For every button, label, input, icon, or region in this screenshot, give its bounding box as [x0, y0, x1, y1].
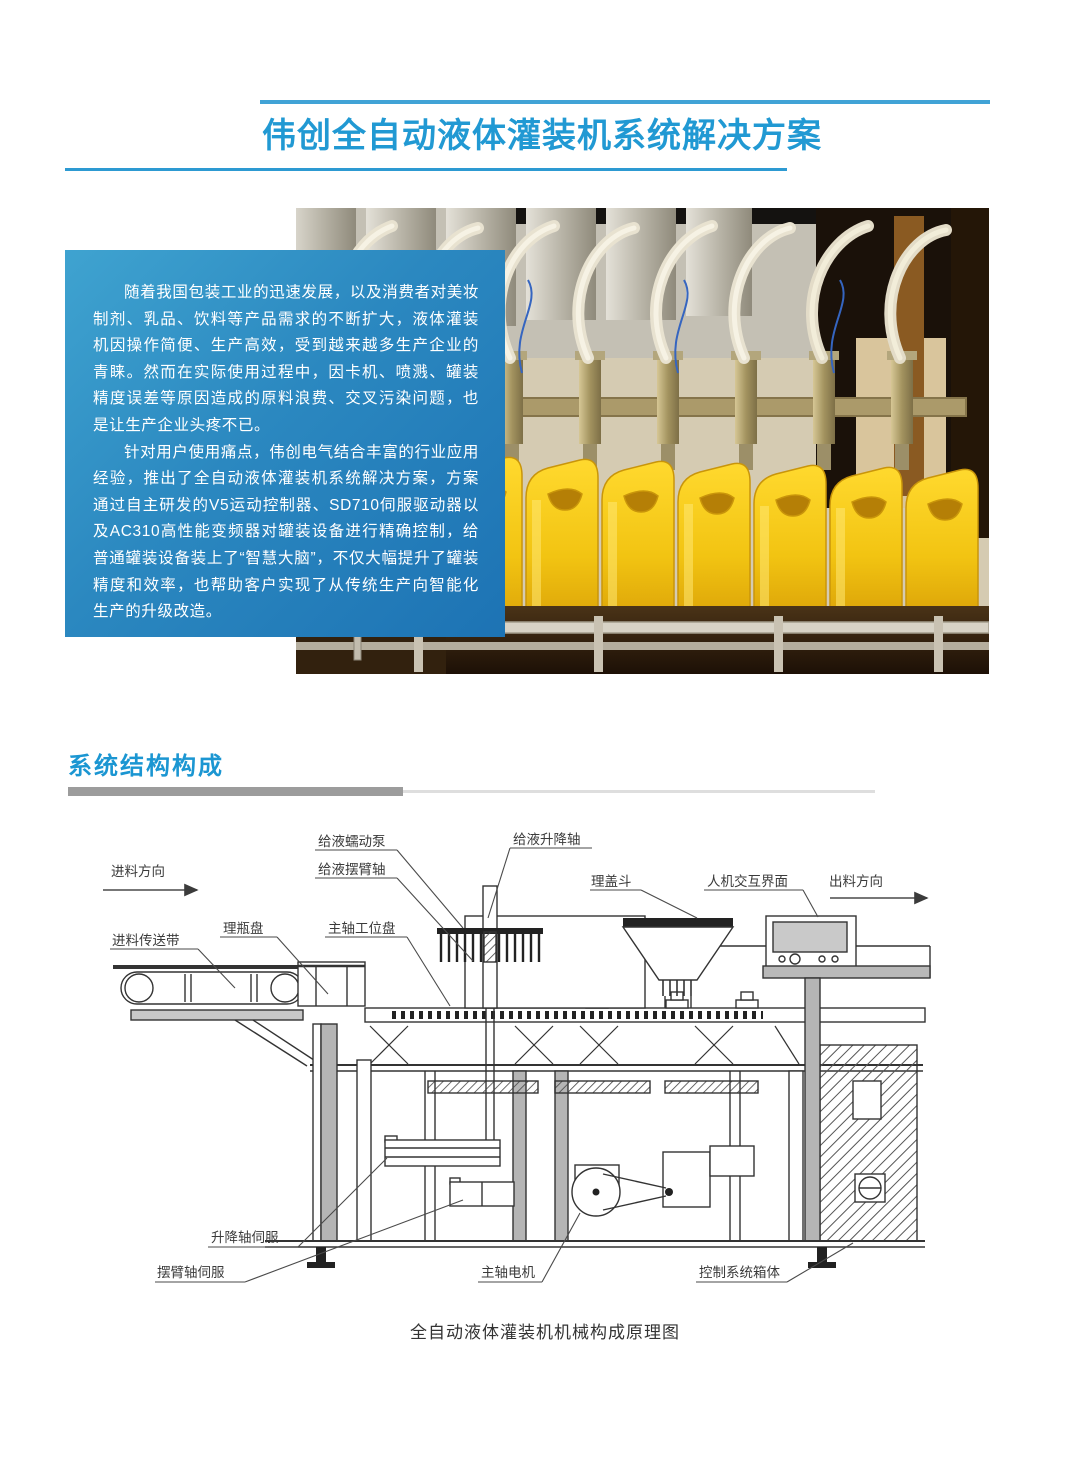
caption-row: 全自动液体灌装机机械构成原理图	[85, 1318, 1005, 1343]
label-control-box: 控制系统箱体	[699, 1265, 780, 1280]
label-feed-conveyor: 进料传送带	[112, 933, 180, 948]
label-lift-servo: 升降轴伺服	[211, 1230, 279, 1245]
top-rule	[260, 100, 990, 104]
label-spindle-dial: 主轴工位盘	[328, 920, 396, 936]
label-lift-axis: 给液升降轴	[513, 832, 581, 847]
intro-paragraph-2: 针对用户使用痛点，伟创电气结合丰富的行业应用经验，推出了全自动液体灌装机系统解决…	[93, 443, 479, 621]
label-swing-servo: 摆臂轴伺服	[157, 1265, 225, 1280]
machine-schematic: 给液蠕动泵 给液升降轴 给液摆臂轴 理盖斗 人机交互界面 出料方向 进料方向 进…	[85, 828, 1005, 1303]
label-cap-hopper: 理盖斗	[591, 874, 632, 889]
label-hmi: 人机交互界面	[707, 873, 788, 889]
section-bar-light	[403, 790, 875, 793]
label-spindle-motor: 主轴电机	[481, 1265, 535, 1280]
section-title: 系统结构构成	[68, 753, 224, 780]
schematic-svg: 给液蠕动泵 给液升降轴 给液摆臂轴 理盖斗 人机交互界面 出料方向 进料方向 进…	[103, 832, 931, 1283]
intro-panel: 随着我国包装工业的迅速发展，以及消费者对美妆制剂、乳品、饮料等产品需求的不断扩大…	[65, 250, 505, 637]
label-feed-direction: 进料方向	[111, 864, 165, 879]
page-title: 伟创全自动液体灌装机系统解决方案	[262, 117, 822, 155]
label-feed-pump: 给液蠕动泵	[318, 834, 386, 849]
section-bar-dark	[68, 787, 403, 796]
title-rule	[65, 168, 787, 171]
label-swing-axis: 给液摆臂轴	[318, 862, 386, 877]
intro-paragraph-1: 随着我国包装工业的迅速发展，以及消费者对美妆制剂、乳品、饮料等产品需求的不断扩大…	[93, 284, 479, 434]
label-out-direction: 出料方向	[829, 874, 883, 889]
diagram-caption: 全自动液体灌装机机械构成原理图	[410, 1323, 680, 1342]
label-bottle-plate: 理瓶盘	[223, 920, 264, 936]
